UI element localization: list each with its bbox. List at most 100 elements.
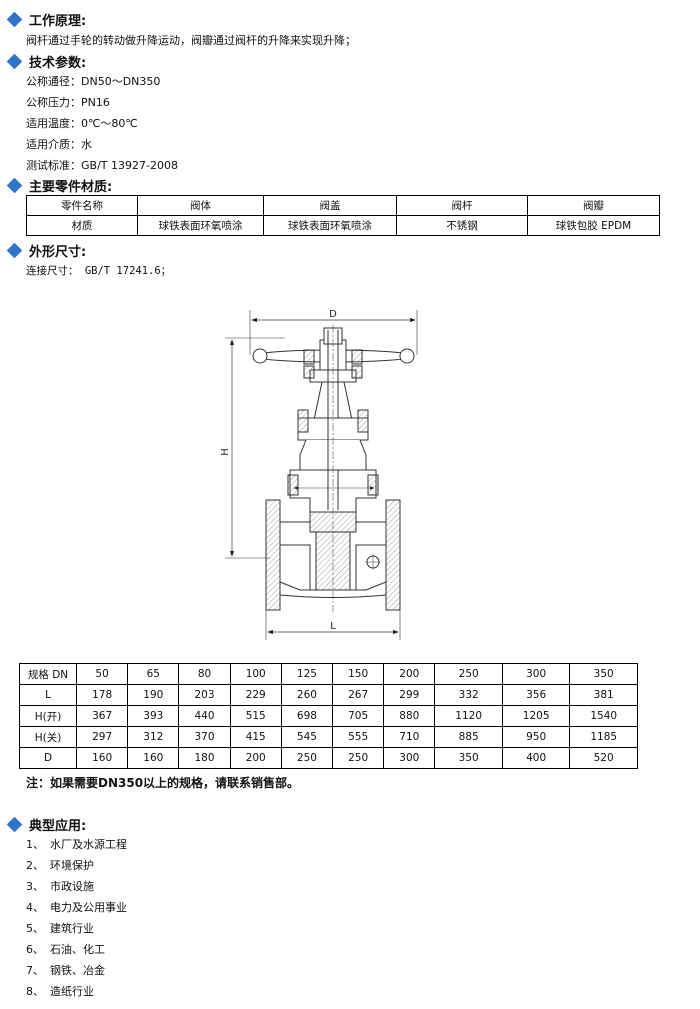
table-cell: 190 bbox=[127, 684, 180, 706]
table-cell: 555 bbox=[332, 726, 385, 748]
table-cell: 250 bbox=[434, 663, 503, 685]
principle-text: 阀杆通过手轮的转动做升降运动，阀瓣通过阀杆的升降来实现升降； bbox=[26, 34, 356, 47]
table-cell: 100 bbox=[229, 663, 282, 685]
table-cell: 150 bbox=[332, 663, 385, 685]
list-item: 8、造纸行业 bbox=[26, 983, 94, 999]
table-cell: 250 bbox=[332, 747, 385, 769]
list-item-number: 5、 bbox=[26, 922, 44, 935]
table-cell: 260 bbox=[280, 684, 334, 706]
table-cell: 367 bbox=[75, 705, 129, 727]
dimension-label-d: D bbox=[329, 309, 337, 320]
table-cell: 885 bbox=[434, 726, 503, 748]
list-item-number: 4、 bbox=[26, 901, 44, 914]
table-cell: 不锈钢 bbox=[396, 215, 528, 236]
table-cell: 400 bbox=[501, 747, 571, 769]
table-cell: 200 bbox=[383, 663, 436, 685]
table-cell: 300 bbox=[501, 663, 571, 685]
table-cell: 381 bbox=[569, 684, 638, 706]
table-cell: 阀杆 bbox=[396, 195, 528, 216]
row-header-cell: H(开) bbox=[19, 705, 77, 727]
table-cell: 440 bbox=[178, 705, 231, 727]
table-cell: 160 bbox=[127, 747, 180, 769]
section-title: 外形尺寸: bbox=[29, 245, 87, 260]
table-cell: 520 bbox=[569, 747, 638, 769]
list-item-text: 钢铁、冶金 bbox=[50, 964, 105, 977]
list-item: 1、水厂及水源工程 bbox=[26, 836, 127, 852]
materials-table: 零件名称 阀体 阀盖 阀杆 阀瓣 材质 球铁表面环氧喷涂 球铁表面环氧喷涂 不锈… bbox=[26, 195, 660, 236]
section-title: 技术参数: bbox=[29, 56, 87, 71]
diamond-bullet-icon bbox=[6, 11, 23, 28]
list-item-text: 环境保护 bbox=[50, 859, 94, 872]
list-item-text: 市政设施 bbox=[50, 880, 94, 893]
table-cell: 178 bbox=[75, 684, 129, 706]
list-item: 7、钢铁、冶金 bbox=[26, 962, 105, 978]
diamond-bullet-icon bbox=[6, 242, 23, 259]
table-cell: 零件名称 bbox=[26, 195, 138, 216]
table-cell: 200 bbox=[229, 747, 282, 769]
section-title: 主要零件材质: bbox=[29, 180, 113, 195]
table-cell: 350 bbox=[569, 663, 638, 685]
list-item-text: 造纸行业 bbox=[50, 985, 94, 998]
row-header-cell: L bbox=[19, 684, 77, 706]
row-header-cell: D bbox=[19, 747, 77, 769]
row-header-cell: 规格 DN bbox=[19, 663, 77, 685]
table-cell: 65 bbox=[127, 663, 180, 685]
list-item-number: 3、 bbox=[26, 880, 44, 893]
table-cell: 材质 bbox=[26, 215, 138, 236]
diamond-bullet-icon bbox=[6, 53, 23, 70]
section-principle: 工作原理: bbox=[6, 10, 86, 29]
table-cell: 393 bbox=[127, 705, 180, 727]
table-cell: 1120 bbox=[434, 705, 503, 727]
table-row: 零件名称 阀体 阀盖 阀杆 阀瓣 bbox=[26, 195, 660, 216]
table-cell: 50 bbox=[75, 663, 129, 685]
table-cell: 球铁表面环氧喷涂 bbox=[137, 215, 264, 236]
section-dimensions: 外形尺寸: bbox=[6, 241, 86, 260]
table-cell: 515 bbox=[229, 705, 282, 727]
table-cell: 阀体 bbox=[137, 195, 264, 216]
table-cell: 545 bbox=[280, 726, 334, 748]
list-item: 2、环境保护 bbox=[26, 857, 94, 873]
dimension-label-l: L bbox=[330, 621, 336, 632]
table-cell: 705 bbox=[332, 705, 385, 727]
table-cell: 267 bbox=[332, 684, 385, 706]
list-item-text: 电力及公用事业 bbox=[50, 901, 127, 914]
param-temperature: 适用温度：0℃～80℃ bbox=[26, 117, 138, 130]
table-cell: 160 bbox=[75, 747, 129, 769]
table-cell: 698 bbox=[280, 705, 334, 727]
list-item: 4、电力及公用事业 bbox=[26, 899, 127, 915]
table-cell: 356 bbox=[501, 684, 571, 706]
table-cell: 阀瓣 bbox=[527, 195, 660, 216]
table-cell: 180 bbox=[178, 747, 231, 769]
connection-standard: 连接尺寸： GB/T 17241.6； bbox=[26, 265, 172, 277]
table-cell: 880 bbox=[383, 705, 436, 727]
list-item-number: 6、 bbox=[26, 943, 44, 956]
table-cell: 300 bbox=[383, 747, 436, 769]
diamond-bullet-icon bbox=[6, 177, 23, 194]
table-cell: 299 bbox=[383, 684, 436, 706]
param-nominal-pressure: 公称压力：PN16 bbox=[26, 96, 110, 109]
section-title: 典型应用: bbox=[29, 819, 87, 834]
table-cell: 125 bbox=[280, 663, 334, 685]
list-item: 6、石油、化工 bbox=[26, 941, 105, 957]
table-cell: 80 bbox=[178, 663, 231, 685]
list-item-number: 8、 bbox=[26, 985, 44, 998]
table-cell: 415 bbox=[229, 726, 282, 748]
table-cell: 332 bbox=[434, 684, 503, 706]
section-params: 技术参数: bbox=[6, 52, 86, 71]
list-item-number: 1、 bbox=[26, 838, 44, 851]
table-cell: 1185 bbox=[569, 726, 638, 748]
diamond-bullet-icon bbox=[6, 816, 23, 833]
table-cell: 球铁表面环氧喷涂 bbox=[263, 215, 397, 236]
list-item: 3、市政设施 bbox=[26, 878, 94, 894]
list-item-text: 石油、化工 bbox=[50, 943, 105, 956]
table-cell: 250 bbox=[280, 747, 334, 769]
table-cell: 阀盖 bbox=[263, 195, 397, 216]
table-cell: 297 bbox=[75, 726, 129, 748]
section-title: 工作原理: bbox=[29, 14, 87, 29]
table-cell: 312 bbox=[127, 726, 180, 748]
list-item-text: 建筑行业 bbox=[50, 922, 94, 935]
